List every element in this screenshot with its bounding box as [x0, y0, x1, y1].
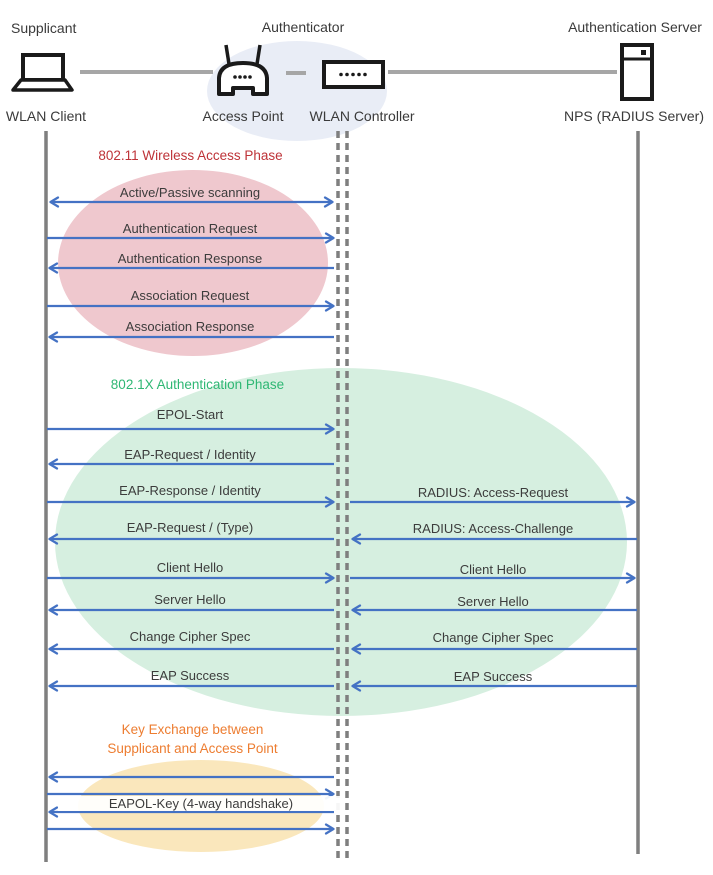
laptop-icon — [11, 53, 74, 92]
wlan-controller-icon — [322, 60, 385, 89]
message-label-scanning: Active/Passive scanning — [119, 185, 261, 200]
message-label-eap-request-type: EAP-Request / (Type) — [126, 520, 254, 535]
phase3-title-line2: Supplicant and Access Point — [107, 741, 278, 756]
message-label-client-hello-left: Client Hello — [156, 560, 224, 575]
message-label-server-hello-left: Server Hello — [154, 592, 226, 607]
role-authenticator: Authenticator — [261, 19, 345, 35]
message-label-radius-access-request: RADIUS: Access-Request — [417, 485, 569, 500]
phase3-title-line1: Key Exchange between — [121, 722, 264, 737]
message-label-eap-response-identity: EAP-Response / Identity — [119, 483, 261, 498]
access-point-icon — [217, 44, 269, 96]
message-label-eapol-key-handshake: EAPOL-Key (4-way handshake) — [58, 796, 344, 811]
role-authentication-server: Authentication Server — [568, 19, 702, 35]
device-access-point: Access Point — [202, 108, 284, 124]
phase1-ellipse — [58, 170, 328, 356]
message-label-epol-start: EPOL-Start — [156, 407, 224, 422]
message-label-server-hello-right: Server Hello — [457, 594, 529, 609]
message-label-change-cipher-left: Change Cipher Spec — [129, 629, 251, 644]
message-label-auth-response: Authentication Response — [117, 251, 263, 266]
phase3-arrows — [47, 771, 335, 835]
device-wlan-controller: WLAN Controller — [309, 108, 415, 124]
message-label-eap-success-left: EAP Success — [150, 668, 230, 683]
message-label-eap-request-identity: EAP-Request / Identity — [124, 447, 256, 462]
phase2-arrows-left — [47, 423, 335, 692]
role-supplicant: Supplicant — [11, 20, 77, 36]
phase2-arrows-right — [350, 496, 637, 692]
message-label-radius-access-challenge: RADIUS: Access-Challenge — [412, 521, 574, 536]
device-wlan-client: WLAN Client — [5, 108, 87, 124]
phase1-arrows — [47, 196, 335, 343]
message-label-change-cipher-right: Change Cipher Spec — [432, 630, 554, 645]
message-label-assoc-response: Association Response — [125, 319, 255, 334]
phase2-title: 802.1X Authentication Phase — [110, 377, 285, 392]
message-label-client-hello-right: Client Hello — [459, 562, 527, 577]
device-nps-radius-server: NPS (RADIUS Server) — [563, 108, 705, 124]
message-label-auth-request: Authentication Request — [122, 221, 258, 236]
phase1-title: 802.11 Wireless Access Phase — [98, 148, 283, 163]
phase2-ellipse — [55, 368, 627, 716]
message-label-eap-success-right: EAP Success — [453, 669, 533, 684]
message-label-assoc-request: Association Request — [130, 288, 250, 303]
server-icon — [620, 43, 654, 101]
